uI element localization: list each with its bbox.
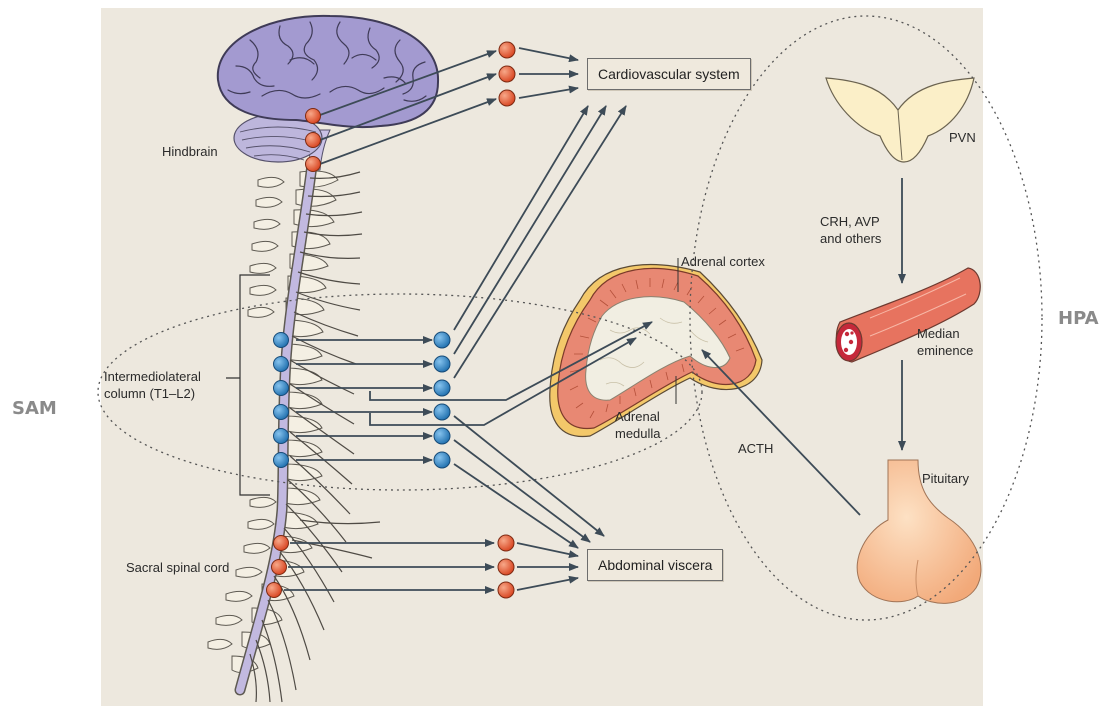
- neuron-red: [272, 560, 287, 575]
- pituitary-label: Pituitary: [922, 471, 969, 487]
- neuron-blue: [434, 428, 450, 444]
- neuron-blue: [274, 405, 289, 420]
- hpa-region-label: HPA: [1058, 308, 1099, 329]
- neuron-red: [499, 42, 515, 58]
- hindbrain-label: Hindbrain: [162, 144, 218, 160]
- neuron-red: [499, 66, 515, 82]
- neuron-red: [498, 582, 514, 598]
- adrenal-medulla-label-line1: Adrenal: [615, 409, 660, 425]
- neuron-blue: [434, 356, 450, 372]
- neuron-blue: [434, 452, 450, 468]
- neuron-blue: [274, 429, 289, 444]
- neuron-blue: [434, 380, 450, 396]
- median-eminence-label-line1: Median: [917, 326, 960, 342]
- cardiovascular-system-box: Cardiovascular system: [587, 58, 751, 90]
- sam-region-label: SAM: [12, 398, 57, 419]
- hormones-label-line2: and others: [820, 231, 881, 247]
- intermediolateral-label-line2: column (T1–L2): [104, 386, 195, 402]
- neuron-red: [498, 559, 514, 575]
- neuron-red: [306, 157, 321, 172]
- neuron-red: [499, 90, 515, 106]
- neuron-blue: [434, 332, 450, 348]
- neuron-blue: [274, 333, 289, 348]
- neuron-red: [306, 133, 321, 148]
- intermediolateral-label-line1: Intermediolateral: [104, 369, 201, 385]
- adrenal-cortex-label: Adrenal cortex: [681, 254, 765, 270]
- adrenal-medulla-label-line2: medulla: [615, 426, 661, 442]
- abdominal-viscera-box: Abdominal viscera: [587, 549, 723, 581]
- hormones-label-line1: CRH, AVP: [820, 214, 880, 230]
- median-eminence-label-line2: eminence: [917, 343, 973, 359]
- neuron-red: [498, 535, 514, 551]
- neuron-red: [267, 583, 282, 598]
- neuron-blue: [274, 453, 289, 468]
- neuron-red: [306, 109, 321, 124]
- acth-label: ACTH: [738, 441, 773, 457]
- sacral-spinal-cord-label: Sacral spinal cord: [126, 560, 229, 576]
- neuron-blue: [274, 357, 289, 372]
- neuron-blue: [434, 404, 450, 420]
- pvn-label: PVN: [949, 130, 976, 146]
- neuron-blue: [274, 381, 289, 396]
- neuron-red: [274, 536, 289, 551]
